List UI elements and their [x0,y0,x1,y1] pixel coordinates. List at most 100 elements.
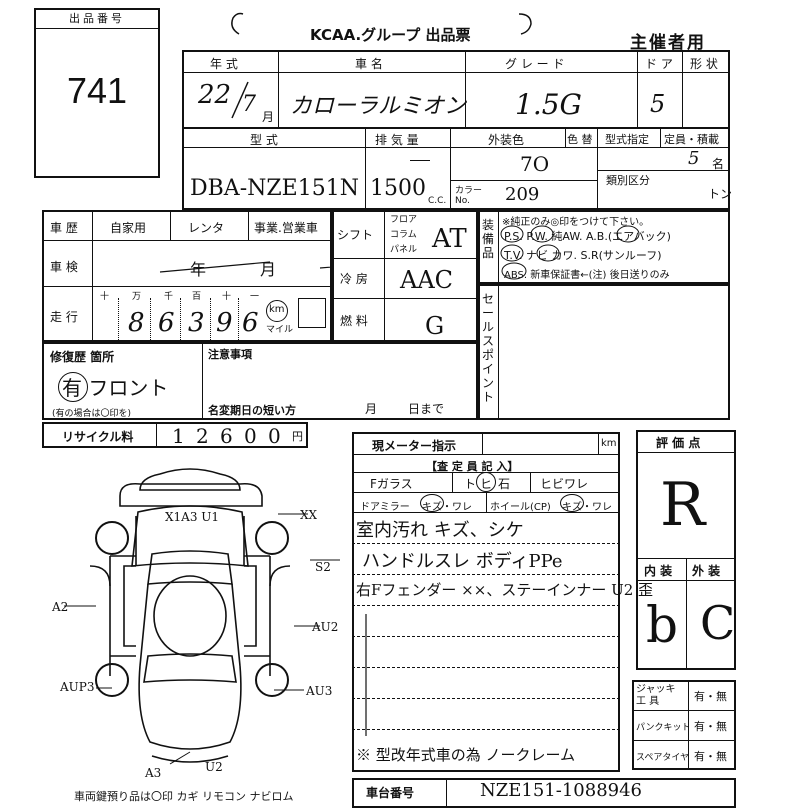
grade-header: グ レ ー ド [505,57,565,71]
equipment-row-2: T.V. ナビ カワ. S.R(サンルーフ) [504,249,662,262]
displacement-header: 排 気 量 [375,133,419,147]
comment-8: ※ 型改年式車の為 ノークレーム [356,746,576,764]
sales-point-box [478,284,730,420]
shift-option-panel: パネル [390,245,418,255]
history-table [42,210,332,342]
wheel-circle [560,494,584,512]
diagram-mark-5: AU2 [312,620,339,634]
shift-label: シフト [337,228,374,242]
comment-2: ハンドルスレ ボディPPe [362,551,563,572]
repair-circle [58,372,88,402]
digit-label-1k: 千 [164,292,174,302]
doors-header: ド ア [645,57,673,71]
car-name-value: カローラルミオン [290,94,467,119]
diagram-mark-8: A3 [145,766,162,780]
grade-overall: R [660,470,706,540]
inner-label: 内 装 [644,564,673,578]
sales-point-label: セールスポイント [481,292,494,404]
digit-label-1: 一 [250,292,260,302]
mirror-circle [420,494,444,512]
deadline-month-unit: 月 [365,402,378,416]
car-damage-diagram [64,468,340,765]
glass-opt-2: ヒ [480,477,493,491]
history-option-rental: レンタ [188,221,225,235]
shift-option-column: コラム [390,230,417,240]
corner-marks [231,12,532,35]
glass-label: Fガラス [370,477,413,491]
month-unit: 月 [262,110,275,124]
copy-label: 主催者用 [630,33,706,53]
recycle-digit-1: 1 [172,424,185,448]
lot-number-value: 741 [66,70,128,111]
mirror-damage: キズ・ワレ [422,502,472,513]
glass-opt-3: 石 [498,477,511,491]
exterior-label: 外 装 [692,564,721,578]
mileage-digit-1: 8 [128,308,145,338]
color-header: 外装色 [488,133,525,147]
inspection-month-unit: 月 [260,260,277,279]
year-value: 22 [198,80,232,110]
month-value: 7 [242,92,256,117]
capacity-unit: 名 [712,157,725,171]
wheel-label: ホイール(CP) [490,502,551,513]
recycle-unit: 円 [292,430,303,443]
unit-mile: マイル [266,325,294,335]
color-no-value: 209 [505,184,540,205]
recycle-digit-3: 6 [220,424,233,448]
color-no-label: カラー No. [455,186,483,206]
model-code-value: DBA-NZE151N [190,176,359,201]
color-change-header: 色 替 [567,133,593,146]
notices-label: 注意事項 [208,348,252,361]
mileage-digit-4: 9 [216,308,233,338]
repair-label: 修復歴 箇所 [50,350,115,364]
repair-value: 有 フロント [62,376,169,400]
spare-value: 有・無 [694,750,727,763]
color-value: 7O [520,152,550,176]
capacity-value: 5 [688,148,700,169]
shift-value: AT [432,224,467,254]
aircon-value: AAC [400,266,454,294]
spare-label: スペアタイヤ [636,753,690,763]
form-title: KCAA.グループ 出品票 [310,26,471,44]
mileage-digit-5: 6 [242,308,259,338]
equipment-row-1: P.S. P.W. 純AW. A.B.(エアバック) [504,230,671,243]
deadline-day-unit: 日まで [408,402,445,416]
model-header: 型 式 [250,133,278,147]
meter-unit: km [601,438,617,449]
mirror-label: ドアミラー [360,502,410,513]
grade-inner: b [646,596,679,654]
inspection-year-unit: 年 [190,260,207,279]
capacity-header: 定員・積載 [664,133,719,146]
recycle-digit-5: 0 [268,424,281,448]
deadline-label: 名変期日の短い方 [208,404,296,417]
inspection-strike [159,261,330,273]
vehicle-table [182,50,730,210]
grade-value: 1.5G [515,88,582,121]
ton-unit: トン [708,187,733,201]
chassis-label: 車台番号 [366,786,415,800]
diagram-mark-4: A2 [52,600,69,614]
year-slash [231,81,249,119]
digit-label-10: 十 [222,292,232,302]
specs-table [332,210,478,342]
diagram-mark-2: XX [300,508,318,522]
fuel-label: 燃 料 [340,314,368,328]
repair-table [42,342,478,420]
glass-circle [476,472,496,492]
equipment-note: ※純正のみ◎印をつけて下さい。 [502,217,650,228]
jack-label: ジャッキ 工 具 [636,684,676,707]
grade-exterior: C [700,596,736,650]
model-designation-header: 型式指定 [605,133,649,146]
cc-unit: C.C. [428,196,447,206]
equipment-table [478,210,730,284]
diagram-mark-7: AU3 [306,684,333,698]
repair-note: (有の場合は〇印を) [52,409,132,419]
comment-1: 室内汚れ キズ、シケ [356,520,524,541]
jack-value: 有・無 [694,690,727,703]
chassis-value: NZE151-1088946 [480,780,642,801]
displacement-value: 1500 [370,176,426,201]
recycle-label: リサイクル料 [62,430,134,444]
shape-header: 形 状 [690,57,718,71]
mileage-digit-3: 3 [188,308,205,338]
meter-label: 現メーター指示 [372,439,457,453]
